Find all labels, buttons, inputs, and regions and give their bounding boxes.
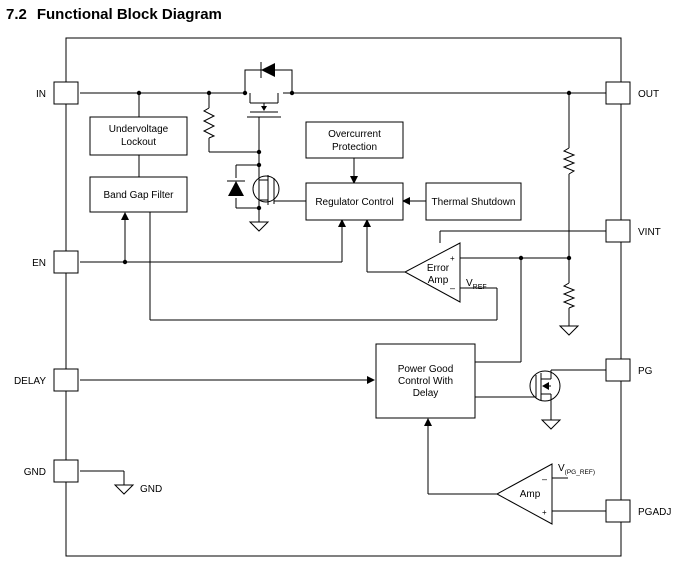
error-amp-label-line2: Amp xyxy=(428,275,449,286)
error-amp-plus-label: + xyxy=(450,254,455,263)
uvlo-label-line1: Undervoltage xyxy=(109,124,169,135)
pin-pad-gnd xyxy=(53,459,79,483)
band-gap-filter-label: Band Gap Filter xyxy=(103,190,174,201)
driver-transistor-icon xyxy=(252,173,280,208)
pg-amp-plus-label: + xyxy=(542,508,547,517)
uvlo-label-line2: Lockout xyxy=(121,137,156,148)
power-good-label-line2: Control With xyxy=(398,376,453,387)
pg-amp-label: Amp xyxy=(520,489,541,500)
regulator-control-label: Regulator Control xyxy=(315,197,393,208)
pin-label-in: IN xyxy=(36,89,46,100)
band-gap-filter-block xyxy=(89,176,188,213)
pin-label-pgadj: PGADJ xyxy=(638,507,671,518)
uvlo-block xyxy=(89,116,188,156)
power-good-block xyxy=(375,343,476,419)
pin-label-delay: DELAY xyxy=(14,376,46,387)
zener-diode-icon xyxy=(227,180,245,196)
divider-resistor-bottom-icon xyxy=(562,282,576,309)
pg-amp-triangle xyxy=(495,463,553,525)
chip-outline xyxy=(65,37,622,557)
pin-label-en: EN xyxy=(32,258,46,269)
error-amp-triangle xyxy=(403,242,461,303)
overcurrent-label-line1: Overcurrent xyxy=(328,129,381,140)
ground-icon xyxy=(248,221,270,232)
thermal-shutdown-block xyxy=(425,182,522,221)
power-good-label-line1: Power Good xyxy=(398,364,454,375)
section-number: 7.2 xyxy=(6,6,27,23)
pass-transistor-icon xyxy=(247,93,281,118)
thermal-shutdown-label: Thermal Shutdown xyxy=(432,197,516,208)
vpgref-label: V(PG_REF) xyxy=(558,463,595,476)
pin-pad-delay xyxy=(53,368,79,392)
pin-pad-in xyxy=(53,81,79,105)
pg-transistor-icon xyxy=(529,370,561,402)
error-amp-minus-label: – xyxy=(450,283,455,293)
pin-label-out: OUT xyxy=(638,89,659,100)
pin-label-gnd: GND xyxy=(24,467,46,478)
gnd-symbol-label: GND xyxy=(140,484,162,495)
pin-pad-en xyxy=(53,250,79,274)
pin-pad-out xyxy=(605,81,631,105)
ground-icon xyxy=(113,484,135,495)
pin-pad-vint xyxy=(605,219,631,243)
pg-amp-minus-label: – xyxy=(542,474,547,484)
regulator-control-block xyxy=(305,182,404,221)
section-title: Functional Block Diagram xyxy=(36,6,222,23)
body-diode-icon xyxy=(260,62,275,78)
overcurrent-block xyxy=(305,121,404,159)
pin-pad-pg xyxy=(605,358,631,382)
page-title: 7.2 Functional Block Diagram xyxy=(6,6,222,23)
overcurrent-label-line2: Protection xyxy=(332,142,377,153)
resistor-icon xyxy=(202,107,216,139)
ground-icon xyxy=(540,419,562,430)
pin-label-pg: PG xyxy=(638,366,653,377)
pin-label-vint: VINT xyxy=(638,227,661,238)
power-good-label-line3: Delay xyxy=(413,388,439,399)
junction-dots xyxy=(122,90,572,265)
vref-label: VREF xyxy=(466,278,487,291)
error-amp-label-line1: Error xyxy=(427,263,450,274)
ground-icon xyxy=(558,325,580,336)
divider-resistor-top-icon xyxy=(562,147,576,175)
pin-pad-pgadj xyxy=(605,499,631,523)
